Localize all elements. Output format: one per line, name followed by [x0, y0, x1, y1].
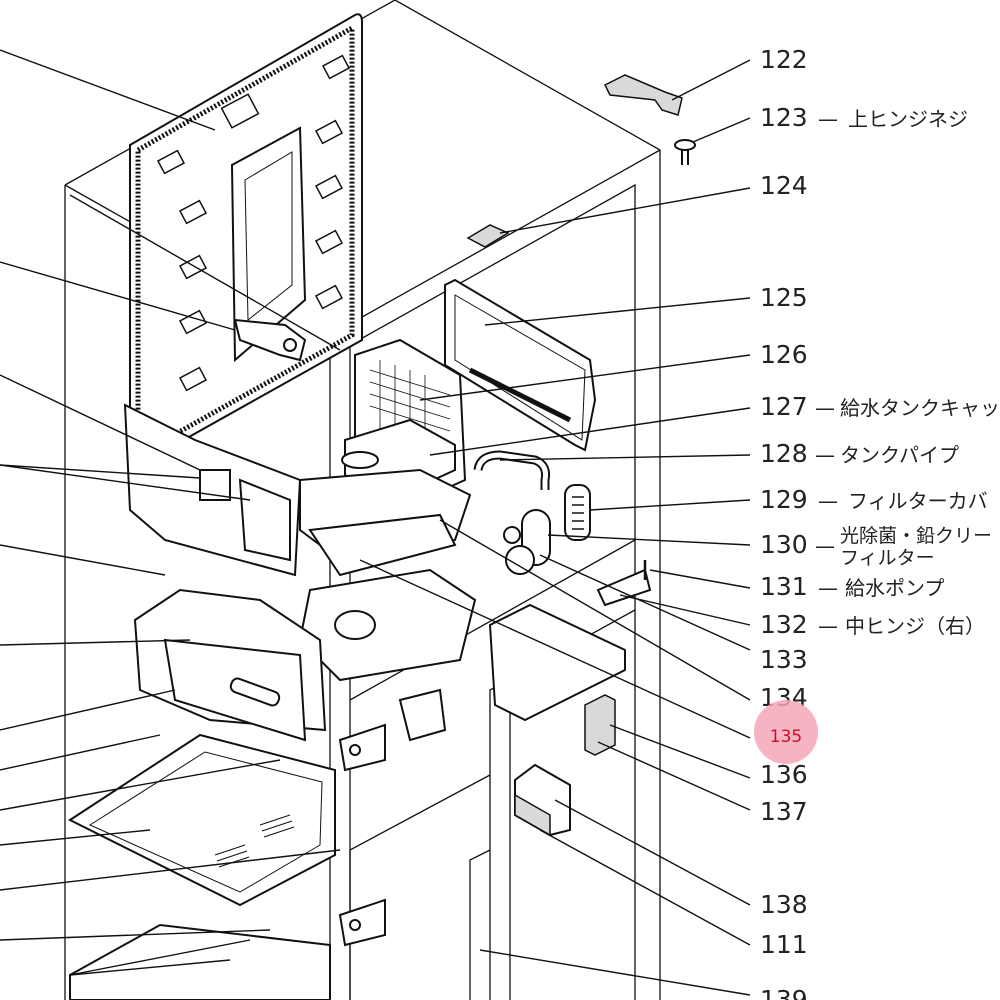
water-tank-assembly: [123, 338, 477, 682]
label-132-number: 132: [760, 610, 808, 639]
leader-lines: [0, 49, 751, 996]
highlight-marker-135: [754, 700, 818, 764]
upper-door: [129, 13, 363, 472]
part-labels: 122 123 — 上ヒンジネジ 124 125 126 127 — 給水タンク…: [754, 45, 1000, 1000]
lower-bracket: [514, 763, 571, 837]
label-125-number: 125: [760, 283, 808, 312]
svg-text:—: —: [815, 443, 835, 467]
label-135-number: 135: [770, 727, 802, 747]
label-127-number: 127: [760, 392, 808, 421]
svg-text:—: —: [818, 107, 838, 131]
label-130-desc: 光除菌・鉛クリー: [840, 525, 992, 547]
label-137-number: 137: [760, 797, 808, 826]
left-edge-marks: ): [0, 797, 2, 826]
hinge-parts: [338, 688, 447, 947]
top-hinge-screw: [674, 139, 696, 165]
label-138-number: 138: [760, 890, 808, 919]
water-pump: [503, 509, 551, 575]
label-131-desc: 給水ポンプ: [845, 576, 944, 600]
shelf-rail: [488, 603, 626, 722]
top-hinge-cover: [603, 74, 683, 116]
svg-text:—: —: [815, 396, 835, 420]
label-126-number: 126: [760, 340, 808, 369]
label-129-number: 129: [760, 485, 808, 514]
label-123-number: 123: [760, 103, 808, 132]
label-122-number: 122: [760, 45, 808, 74]
drawer-assembly: [67, 588, 336, 1000]
label-129-desc: フィルターカバ: [848, 489, 988, 513]
label-130-desc2: フィルター: [840, 547, 935, 569]
svg-text:—: —: [818, 614, 838, 638]
label-136-number: 136: [760, 760, 808, 789]
label-139-number: 139: [760, 985, 808, 1000]
label-111-number: 111: [760, 930, 808, 959]
middle-hinge-right: [596, 560, 652, 607]
svg-text:—: —: [818, 576, 838, 600]
label-128-number: 128: [760, 439, 808, 468]
filter-cover: [564, 484, 591, 541]
svg-text:): ): [0, 797, 2, 826]
label-124-number: 124: [760, 171, 808, 200]
label-123-desc: 上ヒンジネジ: [848, 107, 968, 131]
label-131-number: 131: [760, 572, 808, 601]
label-128-desc: タンクパイプ: [840, 443, 959, 467]
svg-text:—: —: [818, 489, 838, 513]
side-block: [584, 694, 616, 756]
label-127-desc: 給水タンクキャッ: [840, 396, 1000, 420]
svg-text:—: —: [815, 534, 835, 558]
back-panel: [444, 278, 597, 452]
hinge-plate: [466, 224, 510, 248]
label-132-desc: 中ヒンジ（右）: [845, 614, 985, 638]
label-130-number: 130: [760, 530, 808, 559]
label-133-number: 133: [760, 645, 808, 674]
